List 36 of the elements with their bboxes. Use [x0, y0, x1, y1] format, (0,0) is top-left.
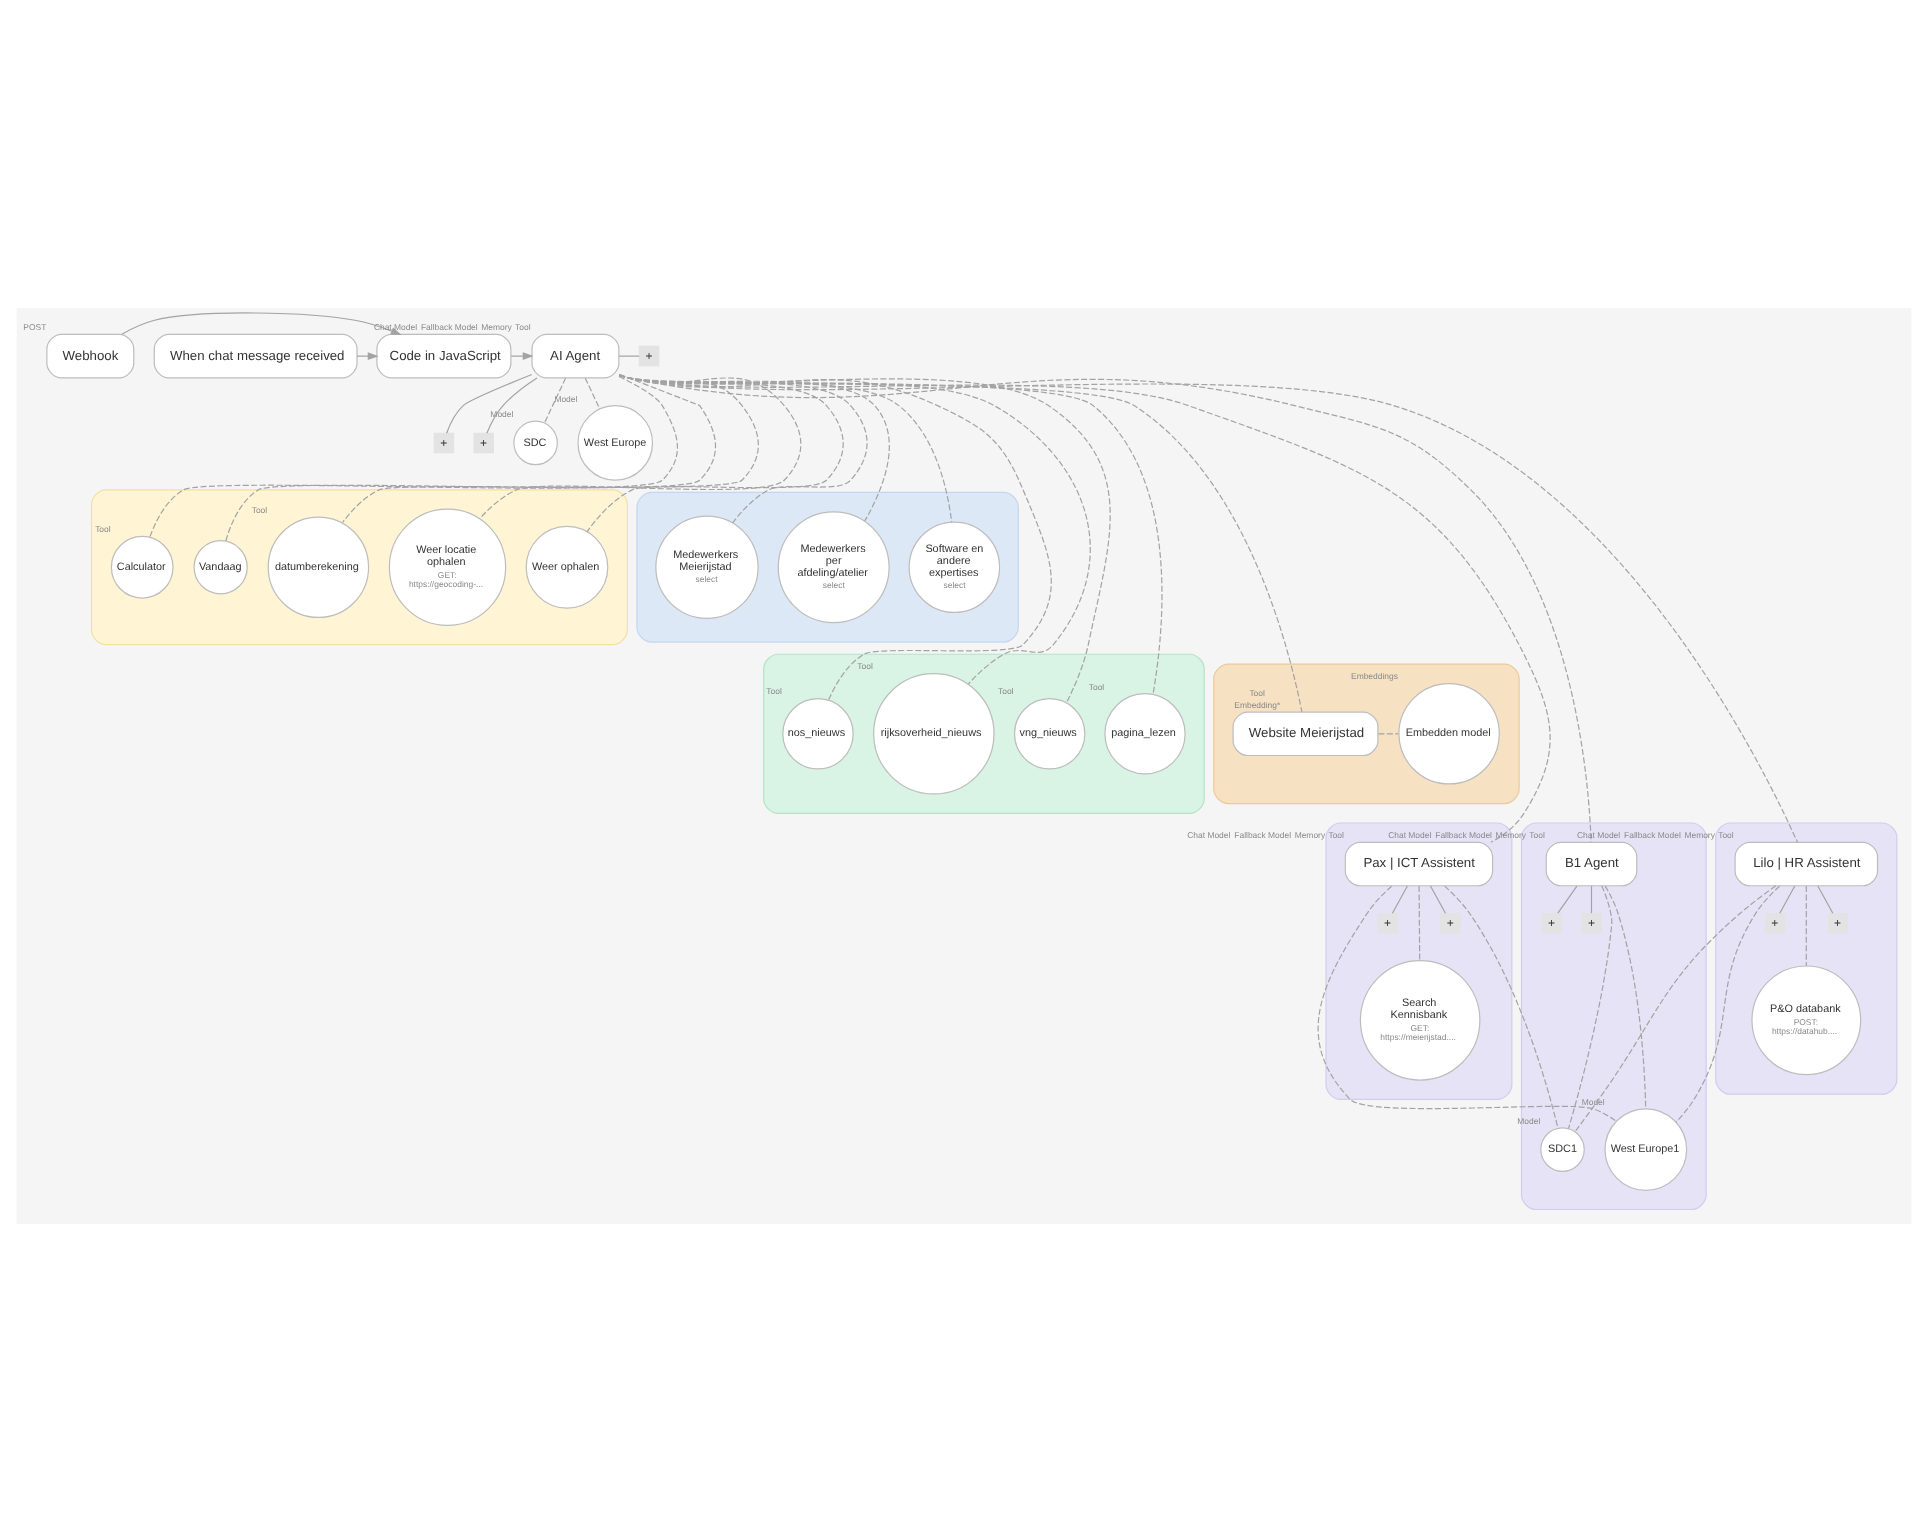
- arrow: [121, 311, 402, 335]
- connector: [149, 374, 678, 537]
- connector: [342, 373, 759, 523]
- connector: [1391, 884, 1409, 913]
- cluster: [1213, 662, 1520, 804]
- connector: [618, 373, 1303, 712]
- connector: [584, 376, 601, 409]
- arrow: [510, 351, 534, 359]
- connector: [1444, 884, 1559, 1128]
- connector: [1805, 884, 1807, 966]
- connector: [1377, 732, 1399, 734]
- connector: [1817, 884, 1834, 913]
- cluster: [763, 652, 1205, 813]
- cluster: [636, 490, 1019, 642]
- connector: [1779, 884, 1796, 913]
- connector: [618, 373, 953, 522]
- cluster: [90, 488, 628, 645]
- connector: [1429, 884, 1447, 913]
- connector: [479, 373, 802, 519]
- connector: [1675, 884, 1781, 1122]
- connector: [1418, 884, 1421, 960]
- connector: [445, 372, 533, 433]
- connector: [1590, 884, 1593, 913]
- connector: [1574, 884, 1777, 1132]
- connector: [618, 373, 1799, 842]
- connector: [543, 376, 567, 423]
- connector: [618, 354, 640, 356]
- connector: [486, 376, 538, 433]
- connector: [1567, 884, 1613, 1129]
- connector: [586, 373, 844, 532]
- connector: [1557, 884, 1578, 913]
- connector: [1317, 884, 1617, 1121]
- cluster: [1715, 821, 1898, 1094]
- arrow: [356, 351, 379, 359]
- connector: [1604, 884, 1647, 1109]
- connector: [225, 372, 717, 541]
